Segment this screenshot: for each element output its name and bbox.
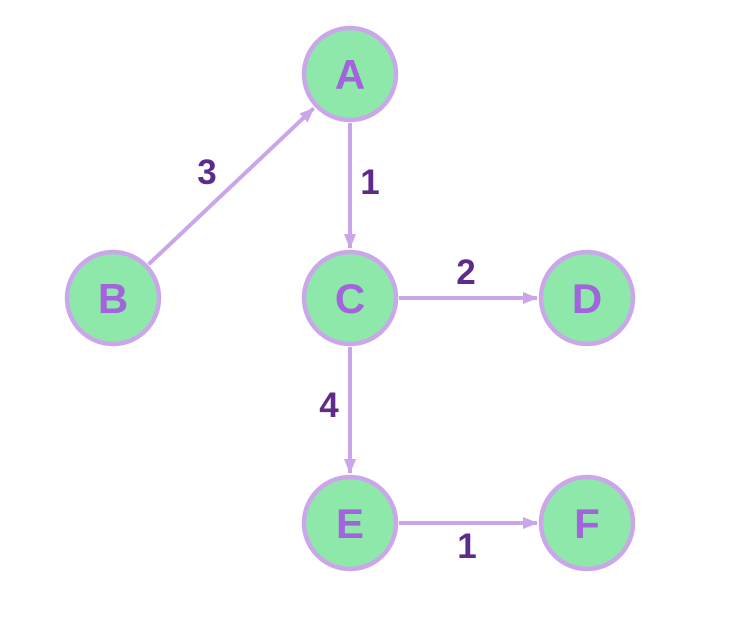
node-circle-F[interactable] <box>538 474 636 572</box>
node-label-A: A <box>335 51 365 98</box>
edge-weight-A-C: 1 <box>360 163 379 202</box>
nodes-layer: A B C D E F <box>64 25 636 572</box>
node-label-E: E <box>336 500 364 547</box>
edge-weight-B-A: 3 <box>197 153 216 192</box>
node-circle-D[interactable] <box>538 249 636 347</box>
node-B[interactable]: B <box>64 249 162 347</box>
node-E[interactable]: E <box>301 474 399 572</box>
node-label-F: F <box>574 500 600 547</box>
node-label-B: B <box>98 275 128 322</box>
node-circle-C[interactable] <box>301 249 399 347</box>
edge-weight-E-F: 1 <box>457 527 476 566</box>
node-label-C: C <box>335 275 365 322</box>
edges-layer: 3 1 2 4 1 <box>147 106 538 566</box>
node-F[interactable]: F <box>538 474 636 572</box>
node-circle-B[interactable] <box>64 249 162 347</box>
edge-weight-C-D: 2 <box>456 253 475 292</box>
node-circle-A[interactable] <box>301 25 399 123</box>
edge-B-A <box>147 106 316 266</box>
edge-weight-C-E: 4 <box>319 386 339 425</box>
node-C[interactable]: C <box>301 249 399 347</box>
node-D[interactable]: D <box>538 249 636 347</box>
node-A[interactable]: A <box>301 25 399 123</box>
node-label-D: D <box>572 275 602 322</box>
node-circle-E[interactable] <box>301 474 399 572</box>
